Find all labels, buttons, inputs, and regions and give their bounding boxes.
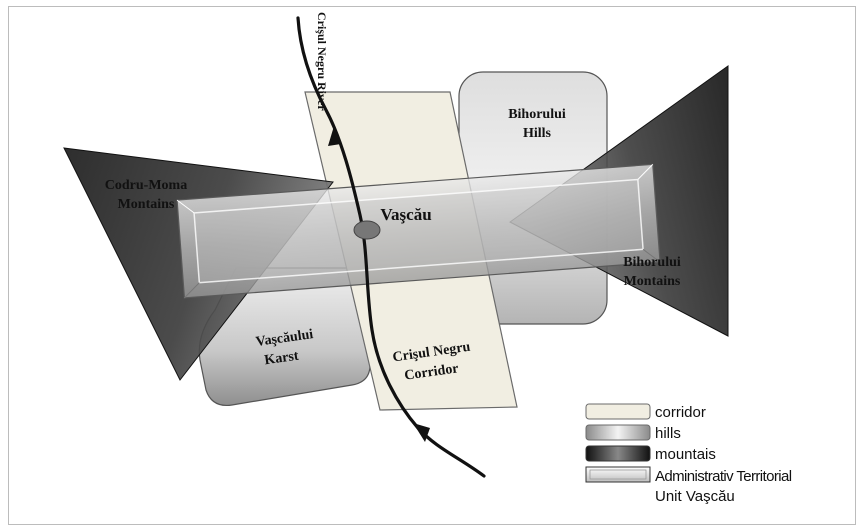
legend-label-admin-line2: Unit Vaşcău <box>655 488 735 505</box>
legend-swatch-hills <box>585 424 651 441</box>
bihorului-mountains-label-line1: Bihorului <box>623 255 681 270</box>
vascau-town-dot <box>353 220 381 240</box>
legend-swatch-corridor <box>585 403 651 420</box>
diagram-frame <box>8 6 856 525</box>
vascau-label: Vaşcău <box>380 205 431 224</box>
legend-swatch-admin <box>585 466 651 483</box>
legend-swatch-mountains <box>585 445 651 462</box>
karst-label-line2: Karst <box>264 349 300 369</box>
bihorului-hills-label-line1: Bihorului <box>508 107 566 122</box>
codru-moma-label-line1: Codru-Moma <box>105 178 187 193</box>
bihorului-hills-label-line2: Hills <box>523 126 552 141</box>
legend-label-mountains: mountais <box>655 446 716 463</box>
bihorului-mountains-label-line2: Montains <box>624 274 681 289</box>
legend-label-hills: hills <box>655 425 681 442</box>
administrative-unit-shape <box>176 163 661 299</box>
legend-label-corridor: corridor <box>655 404 706 421</box>
river-arrow-upper <box>328 126 341 146</box>
legend-label-admin-line1: Administrativ Territorial <box>655 468 792 485</box>
codru-moma-label-line2: Montains <box>118 197 175 212</box>
river-label: Crişul Negru River <box>315 12 329 111</box>
legend: corridor hills mountais Administrativ Te… <box>585 403 792 505</box>
river-arrow-lower <box>413 423 430 442</box>
